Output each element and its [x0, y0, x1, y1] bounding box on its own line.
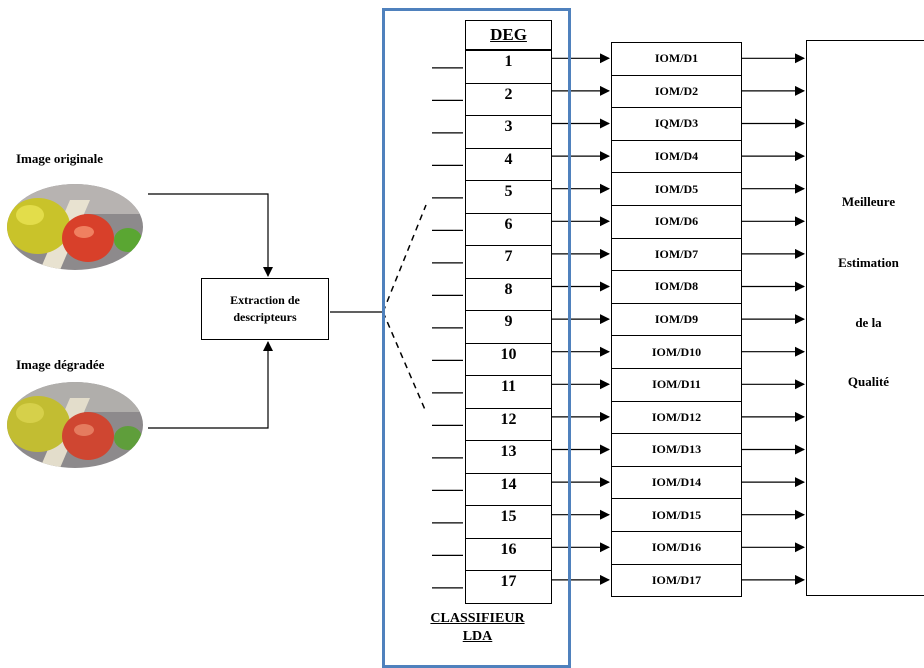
- iom-cell: IOM/D8: [611, 270, 742, 304]
- iom-cell-label: IOM/D5: [654, 181, 699, 196]
- deg-cell: 16: [465, 537, 552, 571]
- deg-cell: 1: [465, 50, 552, 84]
- deg-cell: 2: [465, 82, 552, 116]
- fan-dashed-upper: [382, 204, 427, 313]
- deg-cell: 8: [465, 277, 552, 311]
- deg-cell-label: 3: [504, 118, 513, 135]
- classifier-label: CLASSIFIEUR LDA: [385, 610, 570, 646]
- deg-header: DEG: [465, 20, 552, 50]
- iom-cell: IQM/D3: [611, 107, 742, 141]
- original-image-thumbnail: [7, 184, 143, 270]
- iom-cell-label: IOM/D1: [654, 51, 699, 66]
- iom-cell-label: IOM/D17: [651, 572, 702, 587]
- iom-cell-label: IOM/D14: [651, 475, 702, 490]
- iom-cell-label: IOM/D9: [654, 312, 699, 327]
- deg-cell: 9: [465, 310, 552, 344]
- iom-cell-label: IOM/D16: [651, 540, 702, 555]
- iom-cell: IOM/D1: [611, 42, 742, 76]
- original-to-extraction-arrow: [148, 193, 273, 277]
- iom-cell: IOM/D5: [611, 172, 742, 206]
- deg-cell: 6: [465, 212, 552, 246]
- degraded-to-extraction-arrow: [148, 341, 273, 429]
- deg-cell: 11: [465, 375, 552, 409]
- iom-cell: IOM/D9: [611, 302, 742, 337]
- iom-cell-label: IOM/D15: [651, 507, 702, 522]
- iom-cell: IOM/D15: [611, 498, 742, 532]
- iom-cell: IOM/D7: [611, 237, 742, 272]
- iom-cell-label: IOM/D8: [654, 279, 699, 294]
- deg-cell: 15: [465, 505, 552, 539]
- iom-cell: IOM/D17: [611, 563, 742, 598]
- deg-cell: 14: [465, 472, 552, 506]
- deg-cell-label: 14: [500, 475, 517, 493]
- extraction-label-line1: Extraction de: [230, 293, 300, 307]
- classifier-label-line1: CLASSIFIEUR: [430, 611, 525, 626]
- extraction-label-line2: descripteurs: [233, 310, 297, 324]
- fan-dashed-lower: [382, 311, 427, 413]
- deg-cell: 13: [465, 440, 552, 474]
- deg-cell: 12: [465, 407, 552, 441]
- degraded-image-thumbnail: [7, 382, 143, 468]
- deg-cell-label: 17: [500, 573, 517, 590]
- deg-cell: 10: [465, 342, 552, 376]
- quality-label-line3: de la: [855, 315, 882, 330]
- deg-cell-label: 5: [504, 183, 513, 200]
- descriptor-extraction-box: Extraction de descripteurs: [201, 278, 329, 340]
- deg-cell: 17: [465, 570, 552, 604]
- iom-cell: IOM/D16: [611, 531, 742, 565]
- iom-cell-label: IOM/D7: [654, 246, 699, 261]
- iom-cell-label: IQM/D3: [654, 116, 699, 131]
- deg-cell: 3: [465, 115, 552, 149]
- deg-cell-label: 16: [500, 540, 517, 558]
- deg-cell-label: 1: [504, 53, 513, 70]
- quality-label-line1: Meilleure: [841, 194, 896, 209]
- iom-cell-label: IOM/D2: [654, 83, 699, 98]
- deg-cell-label: 13: [500, 443, 517, 460]
- iom-cell-label: IOM/D6: [654, 214, 699, 229]
- degraded-image-label: Image dégradée: [16, 357, 105, 372]
- iom-cell-label: IOM/D12: [651, 409, 702, 424]
- classifier-label-line2: LDA: [462, 629, 493, 644]
- iom-cell-label: IOM/D13: [651, 442, 702, 457]
- deg-cell-label: 2: [504, 85, 513, 103]
- iom-cell-label: IOM/D10: [651, 344, 702, 359]
- deg-cell-label: 11: [500, 378, 517, 395]
- iom-cell: IOM/D6: [611, 205, 742, 239]
- iom-cell: IOM/D10: [611, 335, 742, 369]
- deg-cell-label: 12: [500, 410, 517, 428]
- deg-cell-label: 4: [504, 150, 513, 168]
- deg-cell-label: 15: [500, 508, 517, 525]
- best-quality-estimation-box: Meilleure Estimation de la Qualité: [806, 40, 924, 596]
- original-image-label: Image originale: [16, 151, 104, 166]
- iom-cell: IOM/D13: [611, 433, 742, 467]
- deg-cell: 4: [465, 147, 552, 181]
- iom-cell-label: IOM/D4: [654, 149, 699, 164]
- deg-cell-label: 10: [500, 345, 517, 363]
- iom-cell: IOM/D14: [611, 465, 742, 500]
- iom-cell: IOM/D2: [611, 74, 742, 109]
- deg-cell-label: 7: [504, 248, 513, 265]
- deg-cell-label: 9: [504, 313, 513, 330]
- deg-cell-label: 8: [504, 280, 513, 298]
- iom-cell-label: IOM/D11: [652, 377, 701, 392]
- deg-cell-label: 6: [504, 215, 513, 233]
- deg-cell: 5: [465, 180, 552, 214]
- iom-cell: IOM/D4: [611, 139, 742, 174]
- quality-label-line4: Qualité: [847, 374, 890, 389]
- deg-cell: 7: [465, 245, 552, 279]
- quality-label-line2: Estimation: [838, 255, 899, 270]
- iom-cell: IOM/D12: [611, 400, 742, 435]
- iom-cell: IOM/D11: [611, 368, 742, 402]
